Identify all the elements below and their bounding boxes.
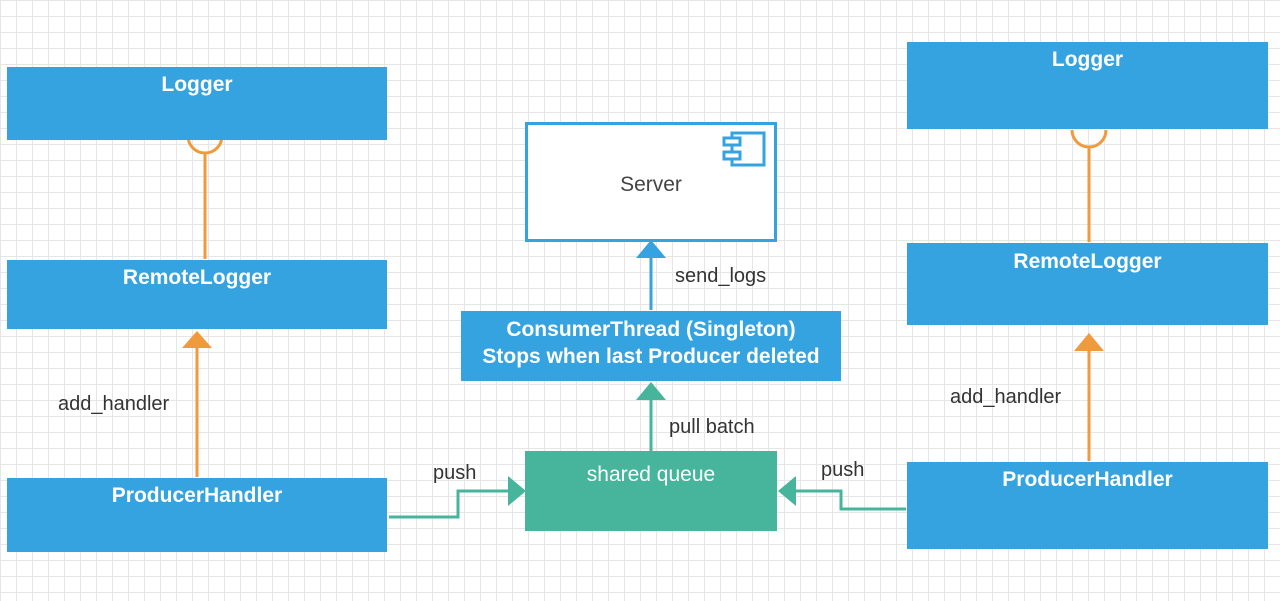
right-producer-handler-box[interactable]: ProducerHandler bbox=[907, 462, 1268, 549]
send-logs-label: send_logs bbox=[675, 265, 767, 287]
push-right-arrowhead bbox=[778, 476, 796, 506]
push-left-arrowhead bbox=[508, 476, 526, 506]
left-add-handler-arrowhead bbox=[182, 331, 212, 348]
left-logger-label: Logger bbox=[161, 73, 233, 96]
server-label: Server bbox=[620, 173, 682, 196]
left-remote-logger-box[interactable]: RemoteLogger bbox=[7, 260, 387, 329]
right-logger-box[interactable]: Logger bbox=[907, 42, 1268, 129]
consumer-thread-line1: ConsumerThread (Singleton) bbox=[506, 318, 796, 341]
shared-queue-box[interactable]: shared queue bbox=[525, 451, 777, 531]
component-icon bbox=[722, 131, 766, 167]
send-logs-arrowhead bbox=[636, 240, 666, 258]
right-remote-logger-box[interactable]: RemoteLogger bbox=[907, 243, 1268, 325]
right-add-handler-label: add_handler bbox=[950, 386, 1062, 408]
shared-queue-label: shared queue bbox=[586, 463, 716, 486]
push-left-label: push bbox=[433, 462, 477, 484]
left-producer-handler-box[interactable]: ProducerHandler bbox=[7, 478, 387, 552]
left-producer-handler-label: ProducerHandler bbox=[111, 484, 283, 507]
pull-batch-label: pull batch bbox=[669, 416, 755, 438]
right-remote-logger-label: RemoteLogger bbox=[1013, 250, 1162, 273]
push-right-label: push bbox=[821, 459, 865, 481]
right-interface-socket bbox=[1070, 129, 1108, 149]
push-right-connector bbox=[796, 489, 906, 511]
right-add-handler-arrowhead bbox=[1074, 333, 1104, 351]
consumer-thread-line2: Stops when last Producer deleted bbox=[482, 345, 820, 368]
right-logger-label: Logger bbox=[1051, 48, 1124, 71]
server-component[interactable]: Server bbox=[525, 122, 777, 242]
left-add-handler-label: add_handler bbox=[58, 393, 170, 415]
consumer-thread-box[interactable]: ConsumerThread (Singleton) Stops when la… bbox=[461, 311, 841, 381]
left-remote-logger-label: RemoteLogger bbox=[122, 266, 272, 289]
left-logger-box[interactable]: Logger bbox=[7, 67, 387, 140]
pull-batch-arrowhead bbox=[636, 382, 666, 400]
push-left-connector bbox=[389, 489, 508, 519]
right-producer-handler-label: ProducerHandler bbox=[1002, 468, 1173, 491]
